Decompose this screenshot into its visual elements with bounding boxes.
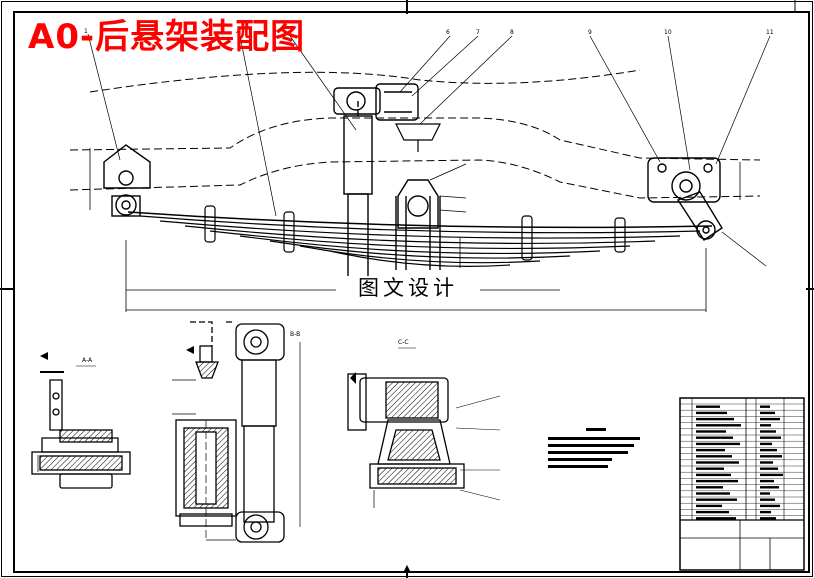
frame-rail-outline — [69, 117, 761, 161]
parts-list-entry — [760, 417, 780, 421]
parts-list-entry — [760, 498, 775, 501]
parts-list-entry — [760, 504, 780, 508]
parts-list-entry — [696, 479, 738, 483]
parts-list-entry — [760, 455, 782, 458]
parts-list-entry — [696, 510, 729, 514]
parts-list-entry — [760, 424, 771, 427]
parts-list-entry — [696, 436, 733, 439]
parts-list-entry — [760, 510, 771, 514]
front-bracket — [103, 144, 151, 217]
callout-9: 9 — [588, 29, 592, 36]
parts-list-entry — [760, 467, 778, 470]
parts-list-entry — [696, 405, 720, 408]
parts-list-entry — [760, 492, 770, 495]
parts-list-entry — [696, 411, 727, 415]
section-b-label: B-B — [290, 331, 300, 338]
section-view-a: A-A — [31, 357, 131, 489]
axle-seat — [395, 179, 441, 270]
callout-leaders — [87, 33, 771, 267]
parts-list-entry — [760, 430, 776, 433]
parts-list-entry — [696, 467, 724, 470]
callout-6: 6 — [446, 29, 450, 36]
parts-list-entry — [760, 479, 774, 483]
parts-list-entry — [696, 430, 726, 433]
drawing-title: A0-后悬架装配图 — [28, 17, 306, 57]
parts-list-entry — [696, 424, 741, 427]
callout-8: 8 — [510, 29, 514, 36]
dimension-lines — [89, 148, 741, 312]
watermark-text: 图文设计 — [336, 276, 480, 301]
parts-list-entry — [760, 442, 772, 446]
parts-list-entry — [760, 405, 770, 408]
callout-4: 4 — [236, 29, 240, 36]
parts-list-entry — [696, 417, 734, 421]
parts-list-entry — [760, 486, 779, 489]
title-block — [679, 397, 805, 571]
callout-1: 1 — [84, 28, 88, 35]
parts-list-entry — [760, 411, 775, 415]
rear-shackle — [647, 157, 723, 241]
parts-list-entry — [696, 486, 723, 489]
parts-list-entry — [696, 504, 722, 508]
callout-numbers: 1 4 6 7 8 9 10 11 — [84, 28, 774, 36]
technical-notes — [548, 428, 640, 468]
parts-list-entry — [696, 517, 736, 520]
cut-markers — [40, 346, 356, 384]
section-c-label: C-C — [398, 339, 409, 346]
parts-list-entry — [696, 461, 739, 464]
parts-list-rows — [680, 403, 804, 520]
section-view-c: C-C — [347, 339, 501, 508]
callout-7: 7 — [476, 29, 480, 36]
shock-absorber — [333, 83, 419, 279]
leaf-spring-stack — [127, 211, 713, 267]
parts-list-entry — [696, 492, 730, 495]
parts-list-entry — [696, 448, 725, 452]
parts-list-entry — [696, 442, 740, 446]
section-a-label: A-A — [82, 357, 93, 364]
spring-clips — [204, 205, 626, 261]
callout-10: 10 — [664, 29, 672, 36]
shock-detail-view: B-B — [172, 321, 301, 543]
parts-list-entry — [760, 448, 777, 452]
parts-list-entry — [760, 517, 776, 520]
parts-list-entry — [696, 498, 737, 501]
parts-list-entry — [760, 473, 783, 477]
parts-list-entry — [760, 461, 773, 464]
bump-stop — [395, 123, 441, 152]
main-elevation-view — [69, 33, 771, 312]
parts-list-entry — [696, 455, 732, 458]
parts-list-entry — [760, 436, 781, 439]
parts-list-entry — [696, 473, 731, 477]
callout-11: 11 — [766, 29, 774, 36]
